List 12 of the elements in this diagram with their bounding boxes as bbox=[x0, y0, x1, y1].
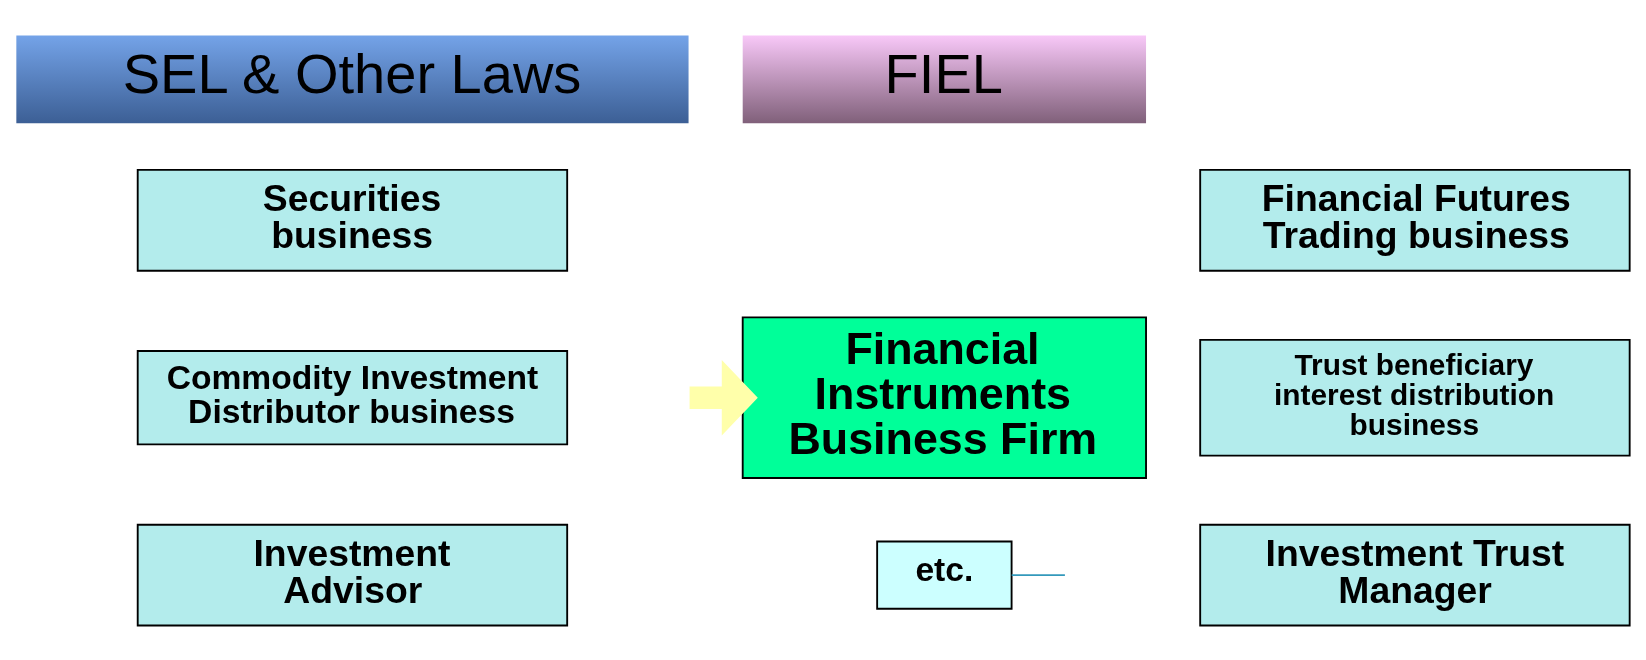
node-box: Securities business bbox=[136, 168, 569, 272]
node-box: Financial Futures Trading business bbox=[1199, 168, 1631, 272]
node-box: Trust beneficiary interest distribution business bbox=[1199, 338, 1631, 457]
node-box: Commodity Investment Distributor business bbox=[136, 349, 569, 445]
node-box: Investment Trust Manager bbox=[1199, 523, 1631, 626]
node-box: FIEL bbox=[742, 34, 1147, 123]
node-box: etc. bbox=[876, 540, 1013, 610]
node-box: SEL & Other Laws bbox=[16, 34, 689, 123]
arrow bbox=[689, 359, 758, 436]
connector bbox=[1010, 573, 1066, 576]
node-box: Financial Instruments Business Firm bbox=[741, 316, 1147, 479]
node-box: Investment Advisor bbox=[136, 523, 569, 626]
